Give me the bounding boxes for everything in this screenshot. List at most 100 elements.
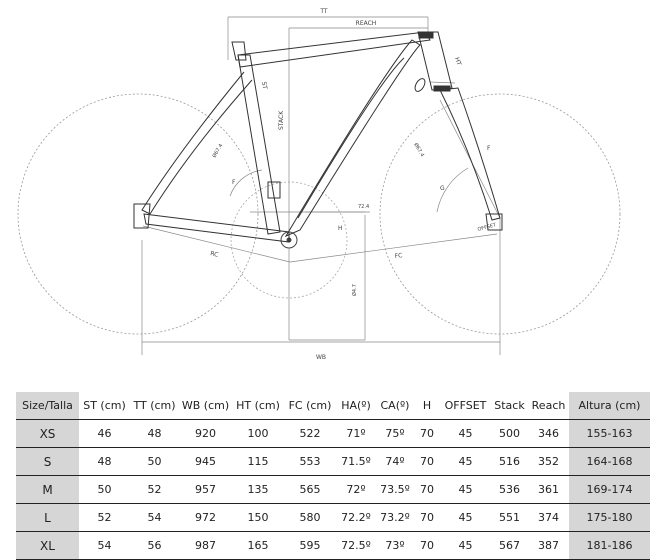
table-cell: 169-174 — [569, 475, 650, 504]
column-header: WB (cm) — [181, 399, 230, 412]
table-cell: 45 — [440, 503, 491, 532]
table-cell: 70 — [414, 531, 440, 560]
label-g: G — [440, 185, 445, 192]
size-cell: XS — [16, 419, 79, 448]
table-cell: 74º — [376, 447, 414, 476]
table-cell: 181-186 — [569, 531, 650, 560]
label-dim-right: Ø67.4 — [412, 142, 426, 159]
label-dim-bb: 72.4 — [358, 204, 369, 210]
column-header: HA(º) — [341, 399, 371, 412]
column-header: HT (cm) — [236, 399, 280, 412]
column-header: Stack — [494, 399, 525, 412]
table-cell: 45 — [440, 419, 491, 448]
rear-wheel — [17, 93, 259, 335]
table-cell: 52 — [79, 503, 130, 532]
table-cell: 374 — [528, 503, 569, 532]
dimension-lines — [141, 16, 501, 355]
table-cell: 45 — [440, 531, 491, 560]
size-cell: L — [16, 503, 79, 532]
label-stack: STACK — [278, 110, 285, 130]
table-cell: 75º — [376, 419, 414, 448]
table-cell: 567 — [491, 531, 528, 560]
table-cell: 45 — [440, 475, 491, 504]
label-ht: HT — [453, 56, 462, 66]
table-cell: 553 — [284, 447, 336, 476]
table-cell: 73º — [376, 531, 414, 560]
table-cell: 516 — [491, 447, 528, 476]
table-cell: 387 — [528, 531, 569, 560]
column-header: CA(º) — [380, 399, 410, 412]
table-cell: 164-168 — [569, 447, 650, 476]
table-cell: 135 — [232, 475, 284, 504]
table-cell: 71.5º — [336, 447, 376, 476]
label-f-left: F — [232, 179, 236, 186]
table-cell: 945 — [179, 447, 232, 476]
table-cell: 71º — [336, 419, 376, 448]
table-cell: 70 — [414, 475, 440, 504]
table-cell: 70 — [414, 447, 440, 476]
table-cell: 500 — [491, 419, 528, 448]
column-header: FC (cm) — [288, 399, 332, 412]
table-cell: 48 — [79, 447, 130, 476]
table-cell: 536 — [491, 475, 528, 504]
table-cell: 50 — [130, 447, 179, 476]
table-cell: 361 — [528, 475, 569, 504]
geometry-table: Size/Talla ST (cm) TT (cm) WB (cm) HT (cm) FC… — [16, 392, 650, 560]
column-header: H — [422, 399, 432, 412]
table-cell: 115 — [232, 447, 284, 476]
table-cell: 565 — [284, 475, 336, 504]
table-cell: 52 — [130, 475, 179, 504]
table-cell: 972 — [179, 503, 232, 532]
table-cell: 70 — [414, 419, 440, 448]
size-cell: M — [16, 475, 79, 504]
table-cell: 73.2º — [376, 503, 414, 532]
table-cell: 150 — [232, 503, 284, 532]
label-dim-left: Ø67.4 — [211, 142, 225, 159]
table-cell: 72.5º — [336, 531, 376, 560]
table-cell: 70 — [414, 503, 440, 532]
label-wb: WB — [316, 354, 326, 361]
table-cell: 100 — [232, 419, 284, 448]
label-f-right: F — [487, 145, 491, 152]
table-cell: 522 — [284, 419, 336, 448]
table-cell: 54 — [79, 531, 130, 560]
column-header: OFFSET — [444, 399, 487, 412]
table-cell: 50 — [79, 475, 130, 504]
label-fc: FC — [394, 252, 402, 260]
column-header: Reach — [531, 399, 566, 412]
label-tt: TT — [319, 8, 328, 15]
column-header: ST (cm) — [83, 399, 126, 412]
table-cell: 987 — [179, 531, 232, 560]
table-cell: 920 — [179, 419, 232, 448]
column-header: Altura (cm) — [569, 392, 650, 420]
table-cell: 165 — [232, 531, 284, 560]
table-cell: 73.5º — [376, 475, 414, 504]
table-cell: 551 — [491, 503, 528, 532]
size-cell: S — [16, 447, 79, 476]
table-cell: 175-180 — [569, 503, 650, 532]
table-cell: 352 — [528, 447, 569, 476]
column-header: Size/Talla — [16, 392, 79, 420]
header-row: Size/Talla ST (cm) TT (cm) WB (cm) HT (cm) FC… — [16, 392, 650, 420]
table-cell: 580 — [284, 503, 336, 532]
table-cell: 54 — [130, 503, 179, 532]
table-cell: 346 — [528, 419, 569, 448]
table-cell: 56 — [130, 531, 179, 560]
size-cell: XL — [16, 531, 79, 560]
table-cell: 72º — [336, 475, 376, 504]
label-st: ST — [260, 81, 268, 90]
table-cell: 595 — [284, 531, 336, 560]
column-header: TT (cm) — [133, 399, 176, 412]
table-header: Size/Talla ST (cm) TT (cm) WB (cm) HT (cm) FC… — [16, 392, 650, 420]
table-cell: 48 — [130, 419, 179, 448]
label-offset: OFFSET — [477, 222, 498, 233]
table-cell: 957 — [179, 475, 232, 504]
table-cell: 72.2º — [336, 503, 376, 532]
label-dim-drop: Ø4.7 — [351, 284, 358, 296]
